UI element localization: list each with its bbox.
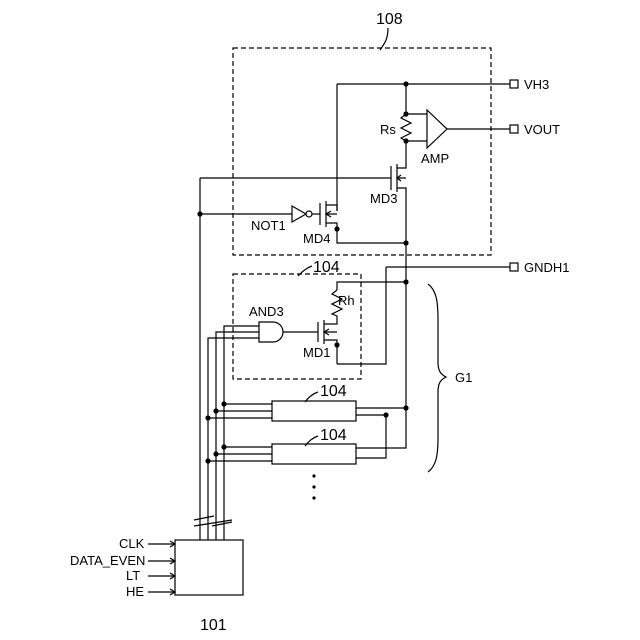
- md1-drain: [324, 320, 337, 324]
- not1-bubble: [306, 211, 312, 217]
- rh-label: Rh: [338, 293, 355, 308]
- md1-body-arrow: [324, 329, 337, 335]
- data-even-arrow: [148, 558, 175, 564]
- he-arrow: [148, 589, 175, 595]
- md4-drain: [326, 205, 337, 211]
- and3-symbol: [259, 322, 283, 342]
- sense-line: [356, 255, 406, 448]
- block-104-low-label: 104: [320, 427, 347, 444]
- amp-symbol: [427, 110, 447, 148]
- and3-input-1: [224, 326, 259, 540]
- block-101: [175, 540, 243, 595]
- not1-symbol: [292, 206, 306, 222]
- clk-label: CLK: [119, 536, 145, 551]
- rs-label: Rs: [380, 122, 396, 137]
- junction-rh: [403, 279, 408, 284]
- junction-low-2: [213, 451, 218, 456]
- md1-label: MD1: [303, 345, 330, 360]
- vh3-terminal: [510, 80, 518, 88]
- continuation-dot-1: [312, 474, 315, 477]
- amp-label: AMP: [421, 151, 449, 166]
- block-104-mid-label: 104: [320, 383, 347, 400]
- gndh1-label: GNDH1: [524, 260, 570, 275]
- junction-mid-3: [205, 415, 210, 420]
- and3-label: AND3: [249, 304, 284, 319]
- g1-bracket: [428, 284, 446, 472]
- gndh1-terminal: [510, 263, 518, 271]
- md3-drain: [397, 150, 406, 168]
- continuation-dot-2: [312, 485, 315, 488]
- md4-source: [326, 223, 406, 243]
- md3-body-arrow: [397, 175, 406, 181]
- clk-arrow: [148, 541, 175, 547]
- junction-mid-2: [213, 408, 218, 413]
- junction-mid-1: [221, 401, 226, 406]
- block-104-low-out-2: [356, 415, 386, 458]
- g1-label: G1: [455, 370, 472, 385]
- md4-body-arrow: [326, 211, 337, 217]
- junction-md3-source: [403, 240, 408, 245]
- block-101-label: 101: [200, 617, 227, 634]
- block-104-top-label: 104: [313, 259, 340, 276]
- vh3-label: VH3: [524, 77, 549, 92]
- vout-label: VOUT: [524, 122, 560, 137]
- he-label: HE: [126, 584, 144, 599]
- rh-top-wire: [337, 282, 406, 290]
- not1-label: NOT1: [251, 218, 286, 233]
- vout-terminal: [510, 125, 518, 133]
- data-even-label: DATA_EVEN: [70, 553, 145, 568]
- block-104-low: [272, 444, 356, 464]
- junction-low-3: [205, 458, 210, 463]
- and3-input-2: [216, 332, 259, 540]
- junction-not1-input: [197, 211, 202, 216]
- block-108-label: 108: [376, 11, 403, 28]
- lt-arrow: [148, 573, 175, 579]
- block-108-leader: [380, 28, 388, 50]
- md3-label: MD3: [370, 191, 397, 206]
- junction-mid-4: [403, 405, 408, 410]
- junction-md4-source: [334, 226, 339, 231]
- continuation-dot-3: [312, 496, 315, 499]
- lt-label: LT: [126, 568, 140, 583]
- md4-label: MD4: [303, 231, 330, 246]
- junction-low-1: [221, 444, 226, 449]
- block-104-mid: [272, 401, 356, 421]
- junction-md1-source: [334, 342, 339, 347]
